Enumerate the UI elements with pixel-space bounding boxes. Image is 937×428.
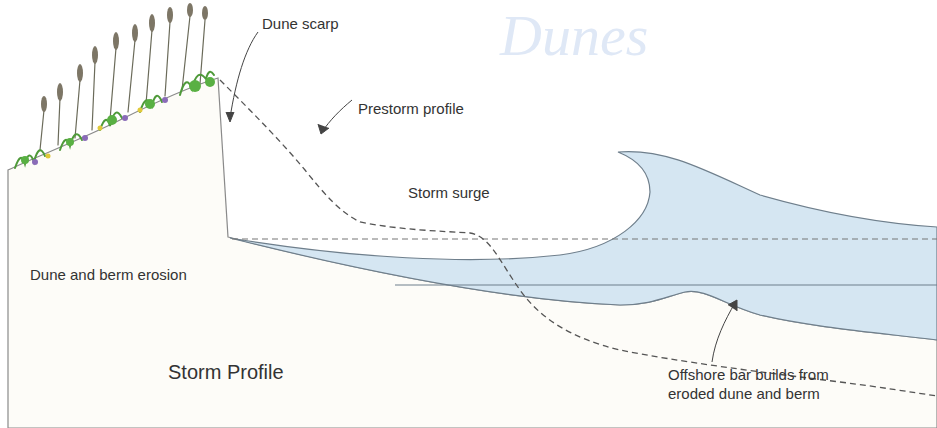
leader-arrows: [226, 32, 737, 362]
part-label: Prestorm profile: [358, 100, 518, 119]
storm-surge-line: [232, 238, 937, 239]
part-label: Dune and berm erosion: [30, 266, 230, 285]
figure-title: Storm Profile: [168, 360, 348, 385]
watermark: Dunes: [500, 0, 760, 73]
prestorm-profile-line: [220, 80, 937, 396]
sand-body: [8, 78, 937, 428]
dune-vegetation: [15, 3, 215, 168]
part-label: Storm surge: [408, 184, 528, 203]
water-line: [395, 284, 937, 285]
storm-wave: [230, 152, 937, 340]
part-label: Offshore bar builds from eroded dune and…: [668, 366, 873, 404]
part-label: Dune scarp: [262, 15, 382, 34]
